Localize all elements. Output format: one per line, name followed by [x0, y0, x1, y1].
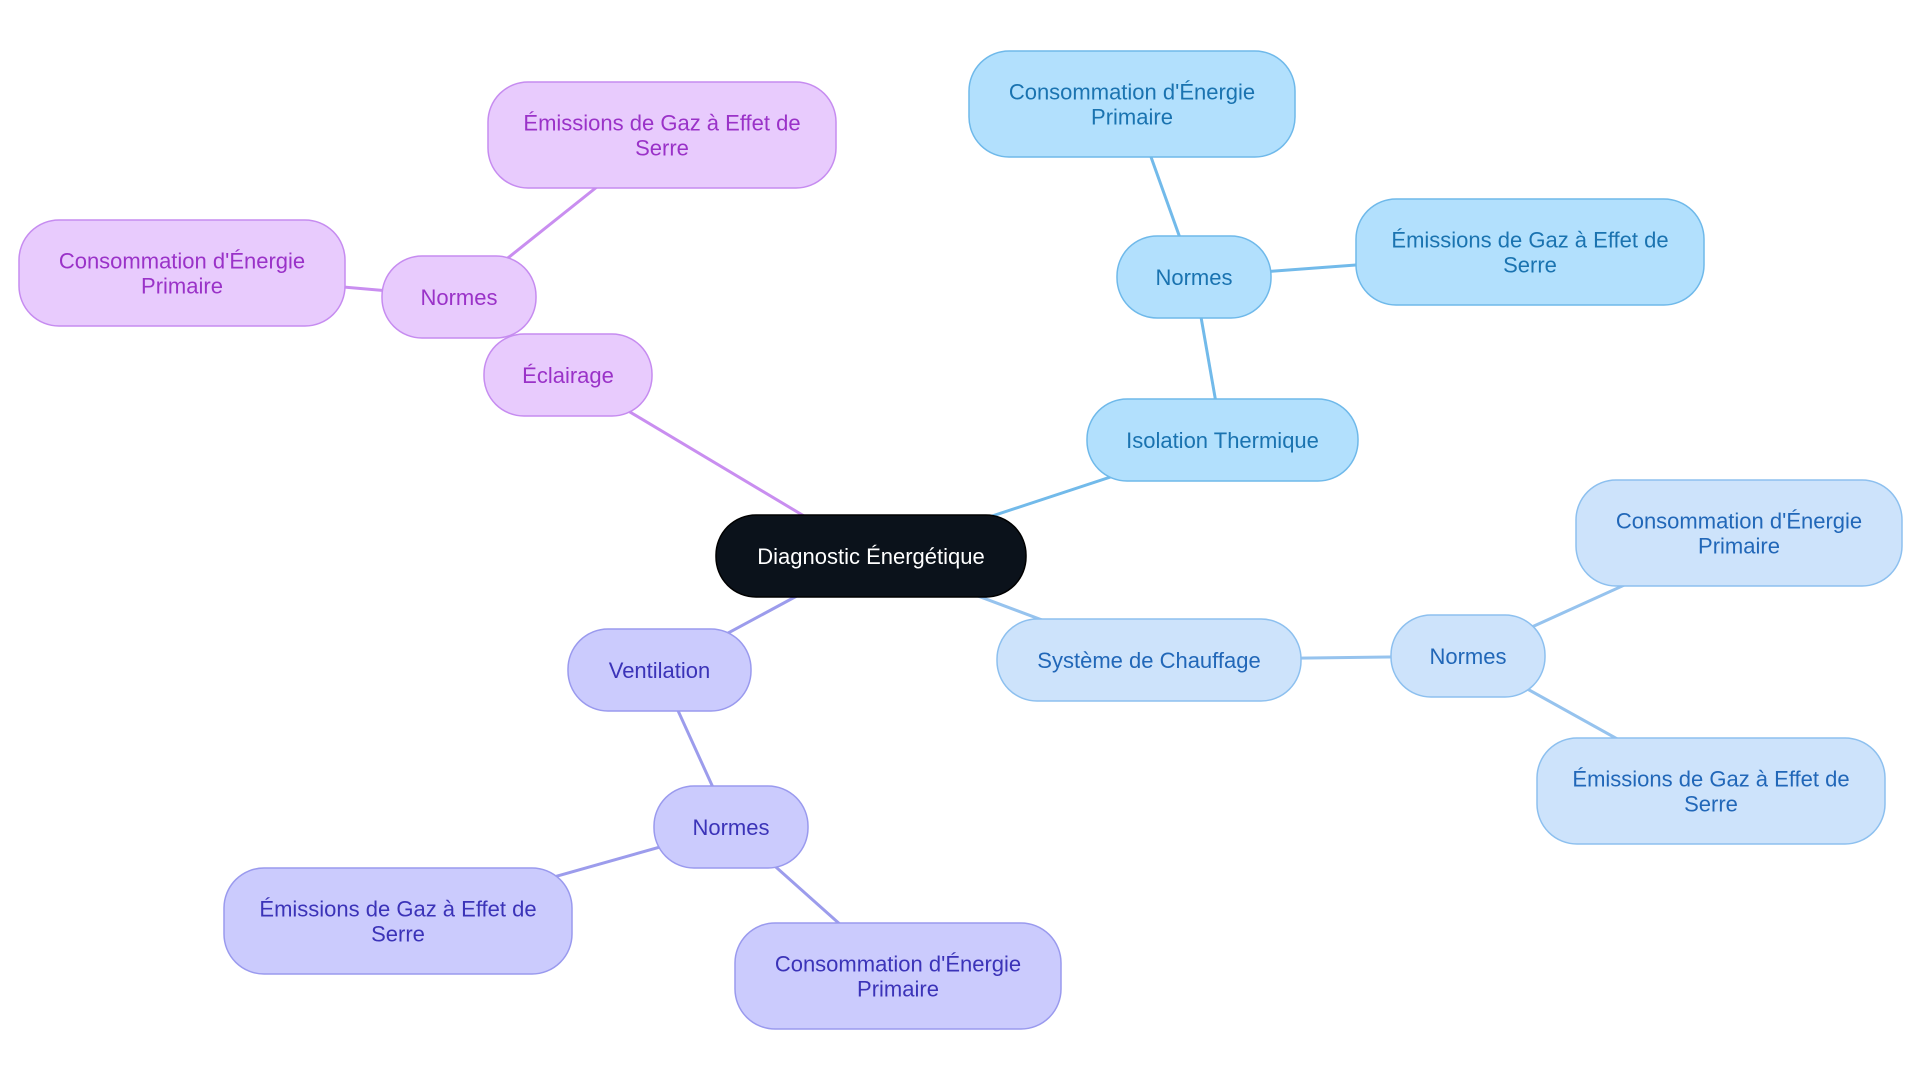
branch-node-isolation-box	[1086, 398, 1359, 482]
normes-node-ventilation-box	[653, 785, 809, 869]
normes-node-isolation-box	[1116, 235, 1272, 319]
branch-node-ventilation[interactable]: Ventilation	[567, 628, 752, 712]
leaf-conso-node-ventilation-label-line-2: Primaire	[857, 977, 939, 1002]
leaf-ges-node-isolation-label-line-1: Émissions de Gaz à Effet de	[1391, 228, 1668, 253]
normes-node-eclairage-label: Normes	[420, 285, 497, 310]
leaf-ges-node-ventilation-label-line-2: Serre	[371, 922, 425, 947]
leaf-ges-node-ventilation-box	[223, 867, 573, 975]
branch-node-isolation[interactable]: Isolation Thermique	[1086, 398, 1359, 482]
normes-node-ventilation-label: Normes	[692, 815, 769, 840]
leaf-conso-node-eclairage-label-line-1: Consommation d'Énergie	[59, 249, 305, 274]
normes-node-eclairage[interactable]: Normes	[381, 255, 537, 339]
leaf-conso-node-chauffage-label-line-1: Consommation d'Énergie	[1616, 509, 1862, 534]
leaf-conso-node-chauffage-box	[1575, 479, 1903, 587]
leaf-conso-node-ventilation-box	[734, 922, 1062, 1030]
mind-map-nodes: Diagnostic ÉnergétiqueÉclairageNormesÉmi…	[18, 50, 1903, 1030]
leaf-conso-node-eclairage-box	[18, 219, 346, 327]
normes-node-isolation-label: Normes	[1155, 265, 1232, 290]
leaf-ges-node-isolation-box	[1355, 198, 1705, 306]
normes-node-ventilation[interactable]: Normes	[653, 785, 809, 869]
leaf-conso-node-isolation-label-line-2: Primaire	[1091, 105, 1173, 130]
branch-node-isolation-label: Isolation Thermique	[1126, 428, 1319, 453]
leaf-ges-node-eclairage-label-line-2: Serre	[635, 136, 689, 161]
leaf-ges-node-chauffage-label-line-2: Serre	[1684, 792, 1738, 817]
root-node-label: Diagnostic Énergétique	[757, 544, 984, 569]
leaf-ges-node-isolation-label-line-2: Serre	[1503, 253, 1557, 278]
branch-node-chauffage[interactable]: Système de Chauffage	[996, 618, 1302, 702]
leaf-ges-node-chauffage-label-line-1: Émissions de Gaz à Effet de	[1572, 767, 1849, 792]
normes-node-isolation[interactable]: Normes	[1116, 235, 1272, 319]
branch-node-eclairage[interactable]: Éclairage	[483, 333, 653, 417]
branch-node-eclairage-label: Éclairage	[522, 363, 614, 388]
branch-node-chauffage-label: Système de Chauffage	[1037, 648, 1260, 673]
normes-node-chauffage[interactable]: Normes	[1390, 614, 1546, 698]
root-node[interactable]: Diagnostic Énergétique	[715, 514, 1027, 598]
leaf-conso-node-ventilation-label-line-1: Consommation d'Énergie	[775, 952, 1021, 977]
branch-node-ventilation-box	[567, 628, 752, 712]
leaf-conso-node-isolation-label-line-1: Consommation d'Énergie	[1009, 80, 1255, 105]
leaf-ges-node-chauffage-box	[1536, 737, 1886, 845]
normes-node-chauffage-label: Normes	[1429, 644, 1506, 669]
leaf-ges-node-eclairage-label-line-1: Émissions de Gaz à Effet de	[523, 111, 800, 136]
branch-node-chauffage-box	[996, 618, 1302, 702]
normes-node-chauffage-box	[1390, 614, 1546, 698]
normes-node-eclairage-box	[381, 255, 537, 339]
leaf-conso-node-eclairage-label-line-2: Primaire	[141, 274, 223, 299]
branch-node-eclairage-box	[483, 333, 653, 417]
branch-node-ventilation-label: Ventilation	[609, 658, 711, 683]
leaf-ges-node-eclairage-box	[487, 81, 837, 189]
root-node-box	[715, 514, 1027, 598]
leaf-conso-node-chauffage-label-line-2: Primaire	[1698, 534, 1780, 559]
leaf-conso-node-isolation-box	[968, 50, 1296, 158]
leaf-ges-node-ventilation-label-line-1: Émissions de Gaz à Effet de	[259, 897, 536, 922]
